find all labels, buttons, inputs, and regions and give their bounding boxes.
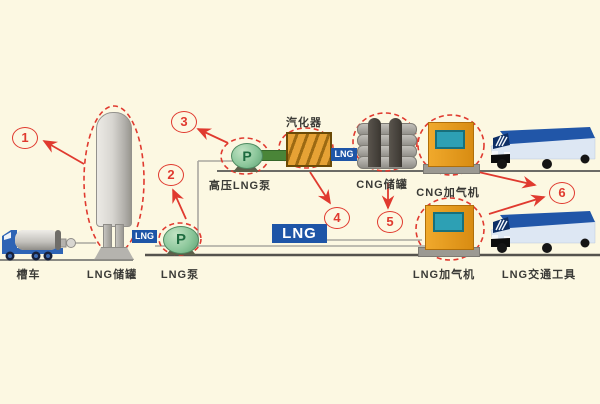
step-badge-3: 3 — [171, 111, 197, 133]
bus-icon — [490, 211, 596, 253]
pump-letter: P — [242, 148, 252, 164]
tank-truck-icon — [2, 230, 63, 261]
cng-storage-icon — [357, 118, 417, 169]
arrow-step-6a — [473, 170, 537, 189]
pump-letter: P — [175, 231, 186, 248]
label-hp-lng-pump: 高压LNG泵 — [208, 180, 272, 192]
step-badge-5: 5 — [377, 211, 403, 233]
cng-cylinder — [357, 156, 417, 169]
highlight-lng-pump — [158, 222, 202, 256]
arrow-step-2 — [172, 188, 187, 220]
step-badge-4: 4 — [324, 207, 350, 229]
label-lng-vehicles: LNG交通工具 — [501, 269, 577, 281]
bus-icon — [490, 127, 596, 169]
label-lng-dispenser: LNG加气机 — [412, 269, 476, 281]
label-vaporizer: 汽化器 — [286, 117, 322, 129]
hp-lng-pump-icon: P — [231, 143, 263, 169]
label-lng-storage: LNG储罐 — [86, 269, 138, 281]
cng-dispenser-screen — [435, 130, 465, 149]
arrow-step-6b — [488, 194, 546, 215]
pipe-lines — [56, 160, 443, 247]
lng-dispenser-screen — [433, 212, 464, 232]
flow-tag-lng-main-line: LNG — [272, 224, 327, 243]
lng-pump-icon: P — [163, 226, 199, 254]
highlight-cng-dispenser — [417, 114, 485, 176]
label-cng-storage: CNG储罐 — [356, 179, 408, 191]
step-badge-2: 2 — [158, 164, 184, 186]
label-lng-pump: LNG泵 — [160, 269, 200, 281]
flow-tag-lng-tank-outlet: LNG — [132, 230, 157, 243]
lng-storage-tank-icon — [96, 112, 132, 227]
arrow-step-1 — [42, 140, 85, 165]
highlight-lng-dispenser — [415, 197, 485, 261]
vaporizer-icon — [286, 132, 332, 167]
step-badge-1: 1 — [12, 127, 38, 149]
label-cng-dispenser: CNG加气机 — [416, 187, 480, 199]
highlight-cng-storage — [352, 112, 418, 172]
flow-tag-lng-vaporizer-outlet: LNG — [331, 148, 357, 161]
cng-support-column — [368, 118, 381, 167]
label-tank-truck: 槽车 — [16, 269, 41, 281]
cng-support-column — [389, 118, 402, 167]
arrow-step-3 — [196, 128, 229, 144]
step-badge-6: 6 — [549, 182, 575, 204]
arrow-step-4 — [309, 171, 331, 205]
